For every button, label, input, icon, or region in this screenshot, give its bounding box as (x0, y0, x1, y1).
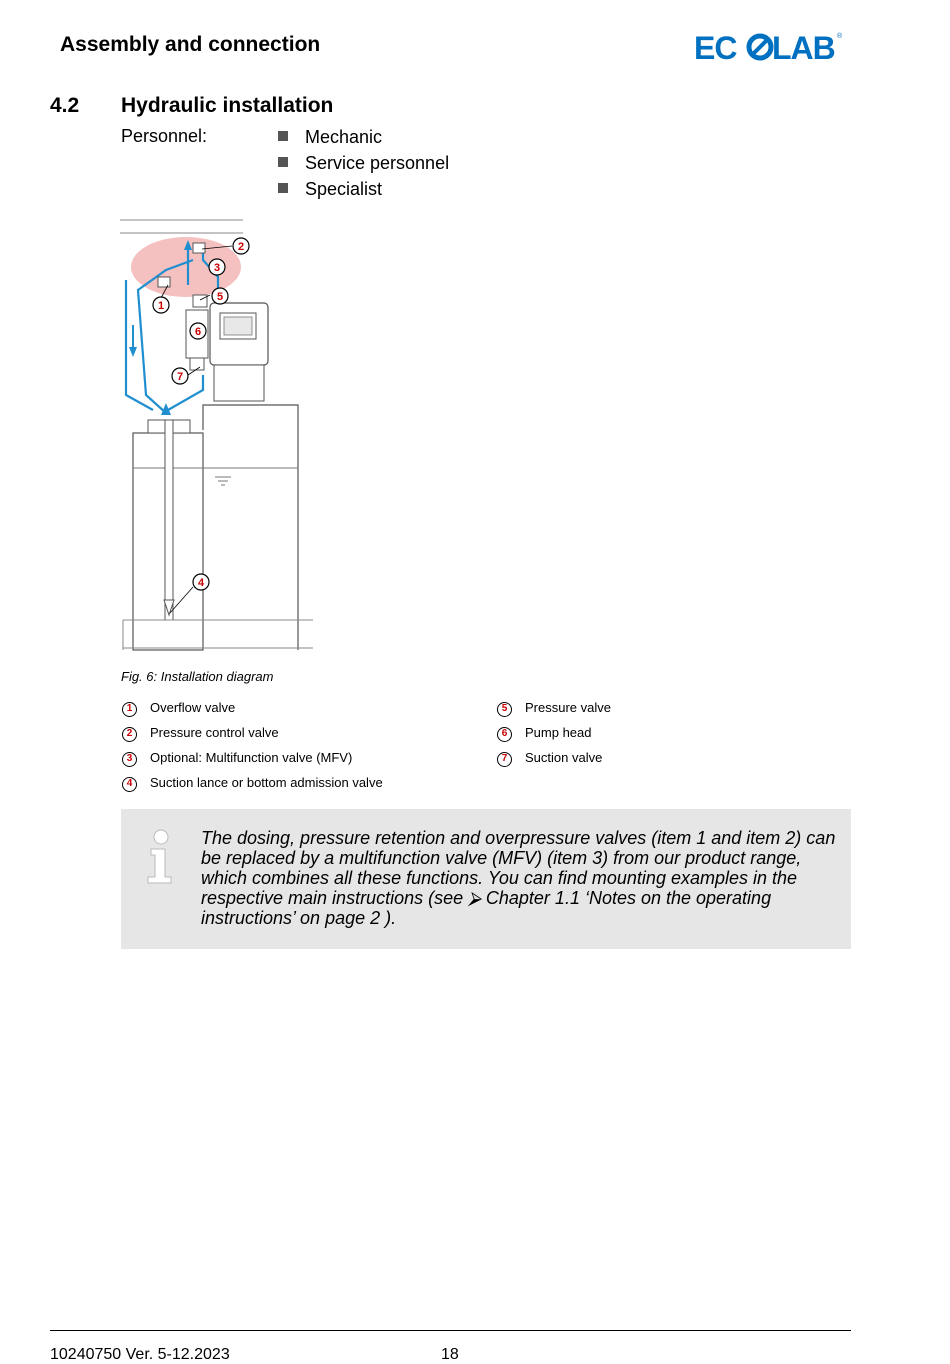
ecolab-logo: EC LAB ® (694, 28, 844, 69)
svg-text:7: 7 (177, 371, 183, 383)
callout-3: 3 (208, 258, 226, 276)
info-note-text: The dosing, pressure retention and overp… (201, 828, 836, 928)
svg-text:2: 2 (238, 241, 244, 253)
callout-1: 1 (152, 296, 170, 314)
square-bullet-icon (278, 183, 288, 193)
personnel-item: Mechanic (278, 126, 449, 152)
square-bullet-icon (278, 131, 288, 141)
svg-text:3: 3 (214, 262, 220, 274)
footer-page-number: 18 (441, 1346, 459, 1363)
svg-text:LAB: LAB (772, 30, 835, 64)
info-icon (145, 829, 177, 890)
svg-text:4: 4 (198, 577, 205, 589)
callout-5: 5 (211, 287, 229, 305)
figure-caption: Fig. 6: Installation diagram (121, 669, 274, 684)
installation-diagram: 2 3 1 5 6 7 4 (118, 215, 318, 660)
callout-4: 4 (192, 573, 210, 591)
callout-6: 6 (189, 322, 207, 340)
info-note-box: The dosing, pressure retention and overp… (121, 809, 851, 949)
square-bullet-icon (278, 157, 288, 167)
svg-text:5: 5 (217, 291, 223, 303)
callout-7: 7 (171, 367, 189, 385)
personnel-list: Mechanic Service personnel Specialist (278, 126, 449, 204)
personnel-label: Personnel: (121, 126, 208, 146)
page-header-title: Assembly and connection (60, 33, 321, 56)
personnel-item: Specialist (278, 178, 449, 204)
personnel-item: Service personnel (278, 152, 449, 178)
callout-2: 2 (232, 237, 250, 255)
svg-text:®: ® (837, 32, 843, 40)
svg-text:1: 1 (158, 300, 164, 312)
section-number: 4.2 (50, 94, 80, 117)
svg-text:6: 6 (195, 326, 201, 338)
svg-text:EC: EC (694, 30, 737, 64)
footer-divider (50, 1330, 851, 1331)
section-title: Hydraulic installation (121, 94, 334, 117)
footer-doc-id: 10240750 Ver. 5-12.2023 (50, 1346, 230, 1363)
